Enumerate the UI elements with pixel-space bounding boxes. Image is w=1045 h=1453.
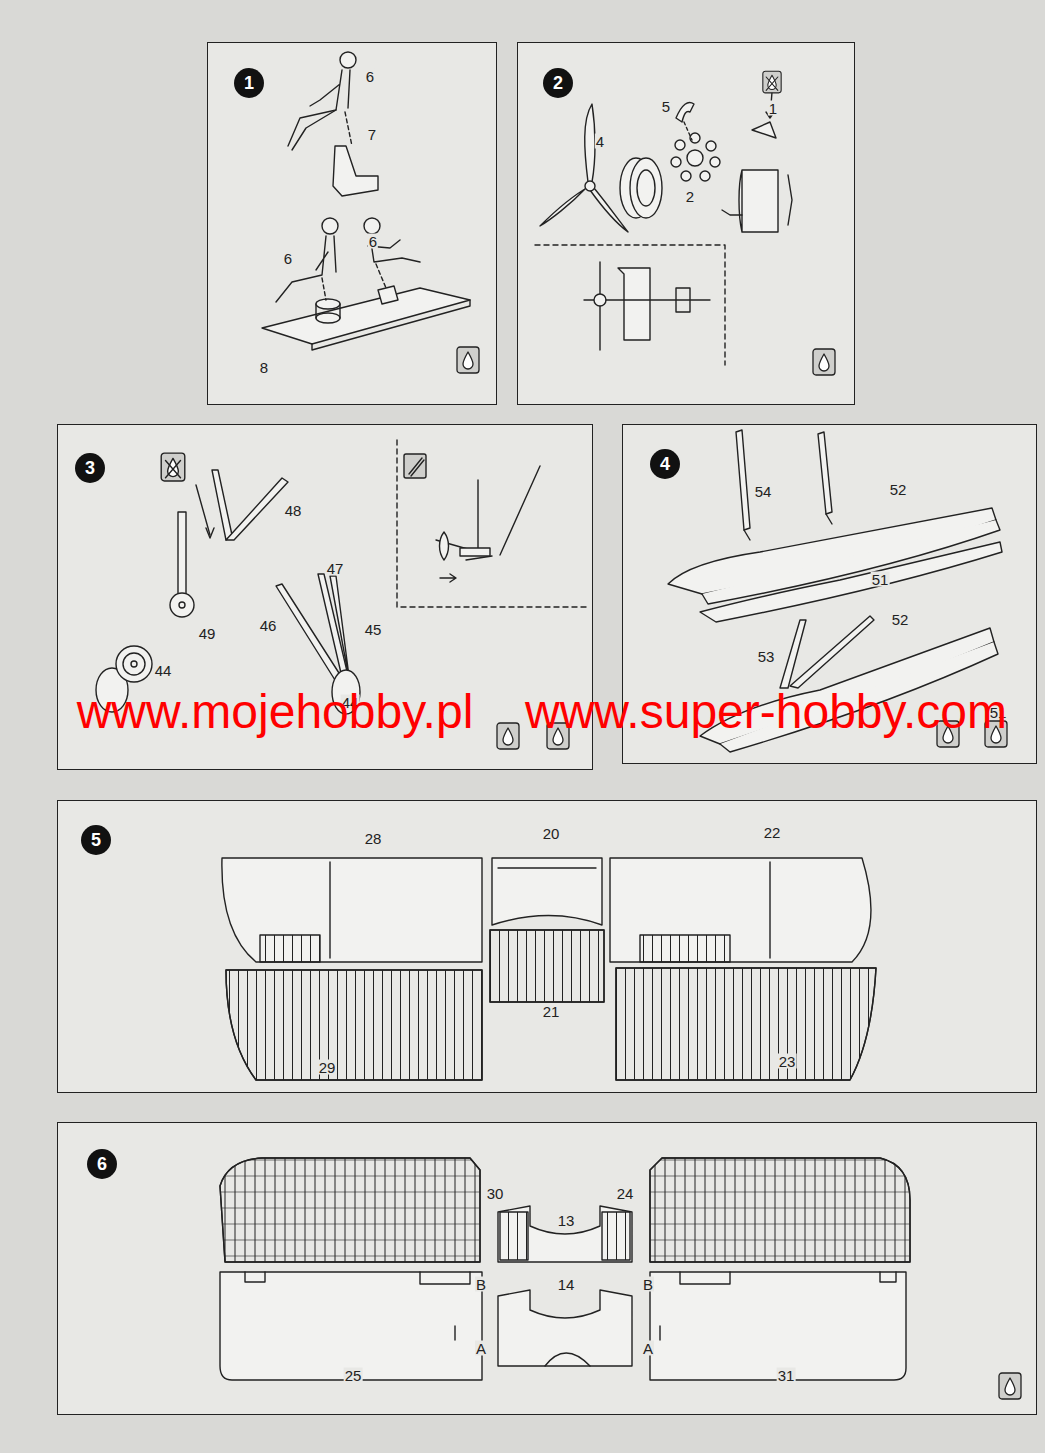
step-panel: 6 <box>57 1122 1037 1415</box>
part-number: 47 <box>326 561 345 576</box>
part-number: 21 <box>542 1004 561 1019</box>
part-number: B <box>642 1277 654 1292</box>
wings-lower <box>220 1158 910 1380</box>
part-number: 20 <box>542 826 561 841</box>
part-number: 48 <box>284 503 303 518</box>
step-number: 2 <box>543 68 573 98</box>
part-number: 49 <box>198 626 217 641</box>
part-number: 29 <box>318 1060 337 1075</box>
part-number: 1 <box>768 101 778 116</box>
part-number: 13 <box>557 1213 576 1228</box>
step-number: 6 <box>87 1149 117 1179</box>
part-number: 4 <box>595 134 605 149</box>
part-number: 54 <box>754 484 773 499</box>
part-number: 5 <box>661 99 671 114</box>
part-number: 30 <box>486 1186 505 1201</box>
panel-grounds <box>57 42 1037 1415</box>
part-number: 52 <box>891 612 910 627</box>
brush-icon <box>404 454 426 478</box>
engine-propeller <box>535 92 792 365</box>
step-panel: 5 <box>57 800 1037 1093</box>
part-number: 7 <box>367 127 377 142</box>
part-number: 24 <box>616 1186 635 1201</box>
part-number: 31 <box>777 1368 796 1383</box>
landing-gear <box>96 440 588 714</box>
pilot-figures <box>262 52 470 350</box>
step-number: 1 <box>234 68 264 98</box>
step-number: 3 <box>75 453 105 483</box>
part-number: 44 <box>154 663 173 678</box>
part-number: A <box>475 1341 487 1356</box>
part-number: 28 <box>364 831 383 846</box>
part-number: 6 <box>283 251 293 266</box>
part-number: 46 <box>259 618 278 633</box>
part-number: 22 <box>763 825 782 840</box>
part-number: 23 <box>778 1054 797 1069</box>
part-number: 14 <box>557 1277 576 1292</box>
watermark: www.mojehobby.pl <box>77 688 474 736</box>
part-number: B <box>475 1277 487 1292</box>
part-number: 25 <box>344 1368 363 1383</box>
wings-upper <box>222 858 876 1080</box>
step-number: 5 <box>81 825 111 855</box>
part-number: 51 <box>871 572 890 587</box>
watermark: www.super-hobby.com <box>525 688 1007 736</box>
part-number: 6 <box>368 234 378 249</box>
part-number: 53 <box>757 649 776 664</box>
step-panel: 2 <box>517 42 855 405</box>
part-number: 8 <box>259 360 269 375</box>
part-number: 2 <box>685 189 695 204</box>
part-number: A <box>642 1341 654 1356</box>
part-number: 52 <box>889 482 908 497</box>
part-number: 6 <box>365 69 375 84</box>
step-number: 4 <box>650 449 680 479</box>
step-panel: 1 <box>207 42 497 405</box>
part-number: 45 <box>364 622 383 637</box>
